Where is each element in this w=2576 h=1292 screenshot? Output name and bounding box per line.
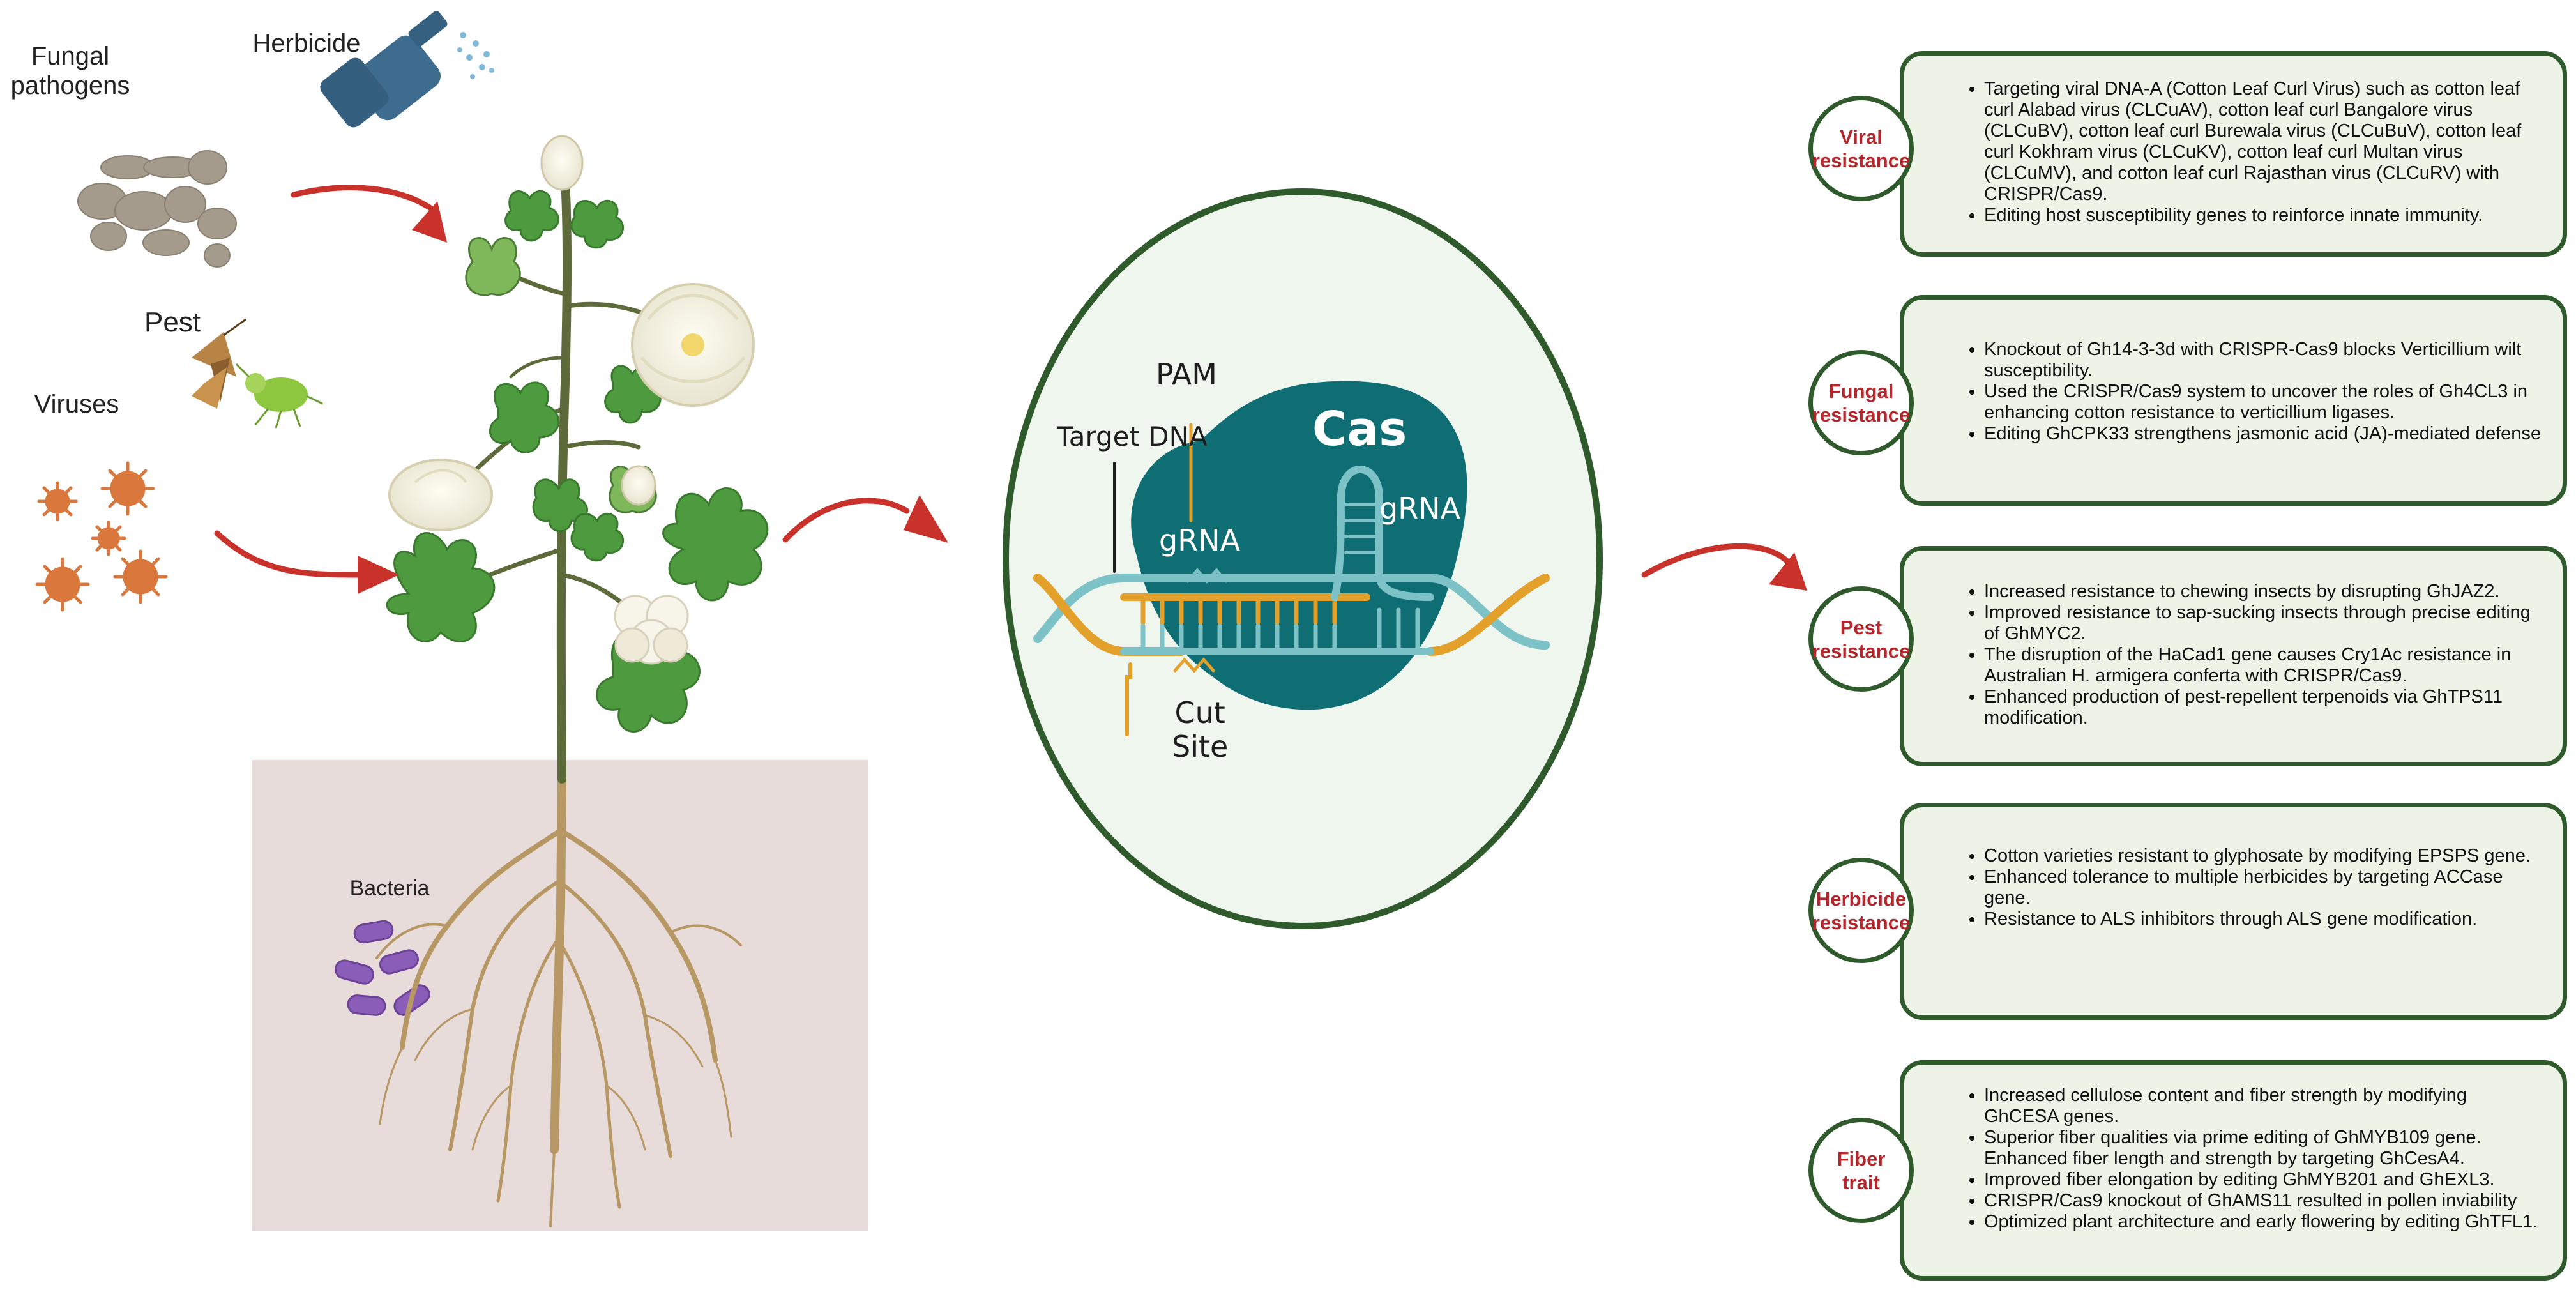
label-herbicide: Herbicide (252, 29, 361, 57)
panel-pest-resistance: Increased resistance to chewing insects … (1900, 546, 2567, 766)
panel-pest-list: Increased resistance to chewing insects … (1904, 581, 2563, 729)
panel-viral-resistance: Targeting viral DNA-A (Cotton Leaf Curl … (1900, 51, 2567, 257)
label-cut-site: Cut Site (1172, 695, 1229, 764)
sprayer-icon (320, 11, 494, 128)
dna-helix (1033, 423, 1550, 736)
list-item: Improved resistance to sap-sucking insec… (1984, 602, 2543, 644)
panel-fungal-list: Knockout of Gh14-3-3d with CRISPR-Cas9 b… (1904, 339, 2563, 445)
panel-viral-list: Targeting viral DNA-A (Cotton Leaf Curl … (1904, 79, 2563, 226)
list-item: Resistance to ALS inhibitors through ALS… (1984, 909, 2543, 930)
cotton-plant-icon (375, 135, 769, 1227)
panel-herbicide-list: Cotton varieties resistant to glyphosate… (1904, 846, 2563, 930)
aphid-icon (235, 363, 323, 429)
label-pest: Pest (144, 307, 201, 338)
list-item: Optimized plant architecture and early f… (1984, 1212, 2543, 1233)
label-viruses: Viruses (34, 390, 119, 418)
list-item: Increased resistance to chewing insects … (1984, 581, 2543, 602)
arrow-head (1769, 552, 1807, 591)
list-item: Enhanced tolerance to multiple herbicide… (1984, 867, 2543, 909)
bacteria-icon (335, 920, 430, 1016)
badge-fiber-trait: Fiber trait (1808, 1118, 1914, 1223)
label-bacteria: Bacteria (349, 876, 430, 901)
cotton-boll-icon (388, 135, 755, 665)
list-item: Targeting viral DNA-A (Cotton Leaf Curl … (1984, 79, 2543, 205)
label-fungal-pathogens: Fungal pathogens (10, 42, 130, 100)
arrow-head (358, 556, 399, 594)
label-target-dna: Target DNA (1057, 421, 1208, 452)
label-grna-left: gRNA (1159, 523, 1241, 558)
badge-label: Pest resistance (1812, 616, 1911, 662)
panel-fiber-list: Increased cellulose content and fiber st… (1904, 1085, 2563, 1233)
badge-label: Viral resistance (1812, 125, 1911, 172)
arrow-head (904, 495, 948, 543)
list-item: Superior fiber qualities via prime editi… (1984, 1127, 2543, 1169)
badge-viral-resistance: Viral resistance (1808, 96, 1914, 201)
list-item: Increased cellulose content and fiber st… (1984, 1085, 2543, 1127)
arrow-head (412, 201, 447, 243)
badge-label: Herbicide resistance (1812, 887, 1911, 934)
list-item: Knockout of Gh14-3-3d with CRISPR-Cas9 b… (1984, 339, 2543, 381)
list-item: Used the CRISPR/Cas9 system to uncover t… (1984, 381, 2543, 423)
list-item: Improved fiber elongation by editing GhM… (1984, 1169, 2543, 1190)
virus-icon (35, 461, 168, 612)
list-item: Editing GhCPK33 strengthens jasmonic aci… (1984, 423, 2543, 445)
list-item: Cotton varieties resistant to glyphosate… (1984, 846, 2543, 867)
label-grna-right: gRNA (1379, 491, 1461, 526)
list-item: Enhanced production of pest-repellent te… (1984, 687, 2543, 729)
panel-herbicide-resistance: Cotton varieties resistant to glyphosate… (1900, 803, 2567, 1020)
label-pam: PAM (1156, 357, 1217, 391)
moth-icon (192, 318, 246, 409)
arrow-icon (214, 185, 1791, 578)
label-cas: Cas (1312, 402, 1407, 457)
list-item: CRISPR/Cas9 knockout of GhAMS11 resulted… (1984, 1190, 2543, 1212)
badge-herbicide-resistance: Herbicide resistance (1808, 858, 1914, 963)
badge-label: Fungal resistance (1812, 379, 1911, 426)
badge-fungal-resistance: Fungal resistance (1808, 350, 1914, 455)
fungus-icon (77, 150, 237, 268)
panel-fiber-trait: Increased cellulose content and fiber st… (1900, 1060, 2567, 1281)
badge-pest-resistance: Pest resistance (1808, 586, 1914, 692)
list-item: The disruption of the HaCad1 gene causes… (1984, 644, 2543, 687)
badge-label: Fiber trait (1837, 1147, 1886, 1194)
panel-fungal-resistance: Knockout of Gh14-3-3d with CRISPR-Cas9 b… (1900, 295, 2567, 506)
cas-protein (1131, 381, 1467, 710)
list-item: Editing host susceptibility genes to rei… (1984, 205, 2543, 226)
